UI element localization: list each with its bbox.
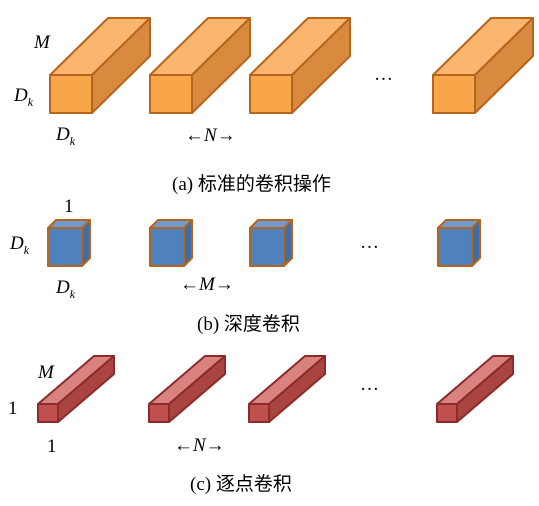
depthwise-kernel-1-side-face: [81, 219, 91, 267]
label-1-height: 1: [8, 398, 18, 419]
pointwise-kernel-4-front-face: [436, 403, 458, 423]
label-n-count: ←N→: [185, 125, 236, 146]
depthwise-kernels: [47, 219, 481, 267]
label-m-depth: M: [33, 32, 51, 53]
standard-kernels: [49, 17, 534, 114]
depthwise-kernel-3: [249, 219, 293, 267]
pointwise-kernel-2-front-face: [148, 403, 170, 423]
caption-b: (b) 深度卷积: [197, 313, 300, 335]
label-1-depth: 1: [64, 196, 74, 217]
standard-kernel-4-front-face: [432, 74, 476, 114]
depthwise-kernel-2-side-face: [183, 219, 193, 267]
depthwise-kernel-1-front-face: [47, 227, 83, 267]
ellipsis-a: …: [374, 64, 393, 85]
depthwise-kernel-1: [47, 219, 91, 267]
label-m-count: ←M→: [180, 274, 234, 295]
standard-kernel-1-front-face: [49, 74, 93, 114]
pointwise-kernels: [37, 355, 514, 423]
depthwise-kernel-2-front-face: [149, 227, 185, 267]
panel-a: M Dk Dk ←N→ … (a) 标准的卷积操作: [13, 17, 534, 195]
pointwise-kernel-2: [148, 355, 226, 423]
label-dk-width: Dk: [55, 124, 76, 148]
standard-kernel-3: [249, 17, 351, 114]
depthwise-kernel-3-side-face: [283, 219, 293, 267]
depthwise-kernel-3-front-face: [249, 227, 285, 267]
panel-b: 1 Dk Dk ←M→ … (b) 深度卷积: [9, 196, 481, 335]
pointwise-kernel-4: [436, 355, 514, 423]
pointwise-kernel-1-front-face: [37, 403, 59, 423]
pointwise-kernel-3-front-face: [248, 403, 270, 423]
standard-kernel-2: [149, 17, 251, 114]
pointwise-kernel-1: [37, 355, 115, 423]
label-dk-width-b: Dk: [55, 277, 76, 301]
label-m-depth-c: M: [37, 362, 55, 383]
ellipsis-b: …: [360, 232, 379, 253]
standard-kernel-3-front-face: [249, 74, 293, 114]
depthwise-kernel-2: [149, 219, 193, 267]
depthwise-kernel-4: [437, 219, 481, 267]
standard-kernel-4: [432, 17, 534, 114]
pointwise-kernel-3: [248, 355, 326, 423]
standard-kernel-1: [49, 17, 151, 114]
label-n-count-c: ←N→: [174, 435, 225, 456]
panel-c: M 1 1 ←N→ … (c) 逐点卷积: [8, 355, 514, 495]
caption-c: (c) 逐点卷积: [190, 473, 292, 495]
depthwise-kernel-4-side-face: [471, 219, 481, 267]
label-dk-height: Dk: [13, 85, 34, 109]
ellipsis-c: …: [360, 374, 379, 395]
depthwise-kernel-4-front-face: [437, 227, 473, 267]
caption-a: (a) 标准的卷积操作: [172, 173, 331, 195]
standard-kernel-2-front-face: [149, 74, 193, 114]
label-dk-height-b: Dk: [9, 233, 30, 257]
label-1-width: 1: [47, 436, 57, 457]
